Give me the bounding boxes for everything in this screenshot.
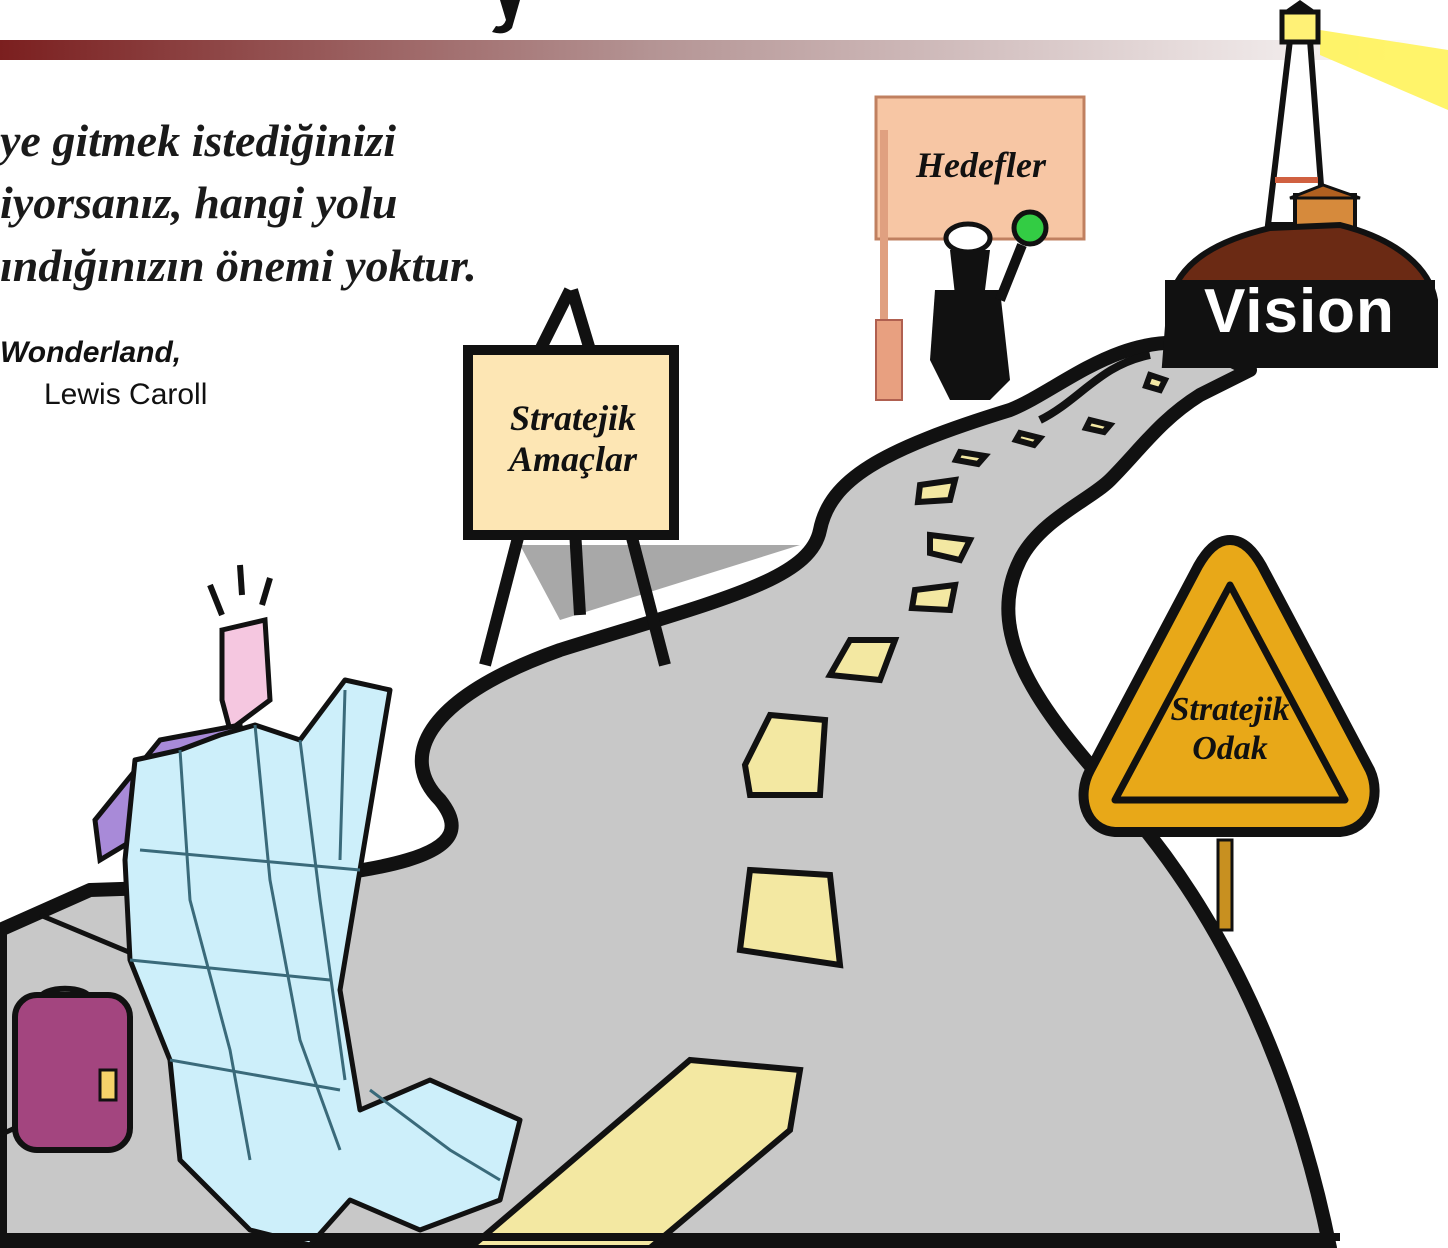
quote-line-2: iyorsanız, hangi yolu [0, 177, 398, 228]
vision-plate [1165, 280, 1435, 365]
warning-sign-icon [1078, 534, 1380, 932]
goals-label: Hedefler [916, 145, 1046, 185]
quote-line-3: ındığınızın önemi yoktur. [0, 240, 477, 291]
traveler-with-map-icon [39, 564, 523, 1248]
warning-label: Stratejik Odak [1140, 690, 1320, 768]
warning-label-line-1: Stratejik [1170, 691, 1290, 728]
suitcase-icon [0, 985, 133, 1153]
easel-board [463, 345, 679, 540]
title-fragment [492, 0, 520, 34]
lighthouse-icon [1161, 0, 1448, 368]
easel-icon [463, 287, 800, 667]
quote-source-book: Wonderland, [0, 336, 182, 369]
easel-label-line-1: Stratejik [509, 398, 637, 438]
easel-label: Stratejik Amaçlar [478, 398, 668, 481]
header-bar [0, 40, 1448, 60]
quote-line-1: ye gitmek istediğinizi [0, 115, 397, 166]
quote-source-author: Lewis Caroll [44, 378, 208, 411]
warning-label-line-2: Odak [1192, 730, 1268, 768]
easel-label-line-2: Amaçlar [508, 439, 637, 480]
goals-sign [874, 95, 1086, 401]
vision-label: Vision [1204, 277, 1395, 346]
road-dashes [465, 371, 1170, 1248]
policeman-icon [930, 209, 1049, 400]
